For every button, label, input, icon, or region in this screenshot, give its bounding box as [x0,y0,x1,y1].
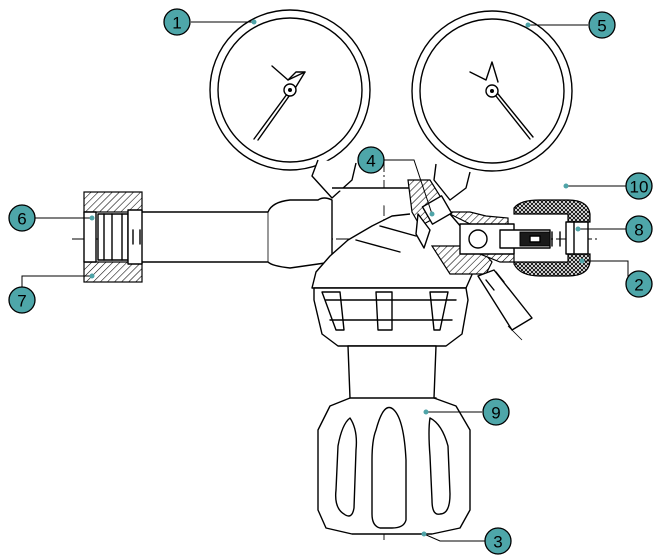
callout-label: 6 [17,210,26,229]
callout-label: 7 [17,292,26,311]
callout-label: 10 [630,178,649,197]
outlet-pressure-gauge [411,10,573,201]
callout-label: 8 [634,221,643,240]
callout-badge-5: 5 [588,11,616,39]
outlet-knob [513,199,591,277]
inlet-pressure-gauge [209,9,371,199]
callout-badge-8: 8 [625,215,653,243]
callout-label: 2 [634,276,643,295]
callout-badge-1: 1 [163,8,191,36]
callout-badge-9: 9 [482,398,510,426]
outlet-fitting [477,269,533,341]
bonnet-collar [313,287,469,347]
callout-label: 3 [493,533,502,552]
callout-label: 4 [366,152,375,171]
callout-label: 9 [491,404,500,423]
leader-lines [21,21,629,542]
callout-badge-3: 3 [484,527,512,555]
callout-badge-10: 10 [625,172,653,200]
inlet-pipe [139,197,333,269]
inlet-nut [83,191,143,283]
callout-label: 5 [597,17,606,36]
callout-badge-6: 6 [8,204,36,232]
callout-badge-4: 4 [357,146,385,174]
adjusting-handle [317,345,471,535]
callout-label: 1 [172,14,181,33]
valve-assembly [459,223,561,255]
leader-dots [89,19,585,537]
callout-badge-7: 7 [8,286,36,314]
callout-badge-2: 2 [625,270,653,298]
